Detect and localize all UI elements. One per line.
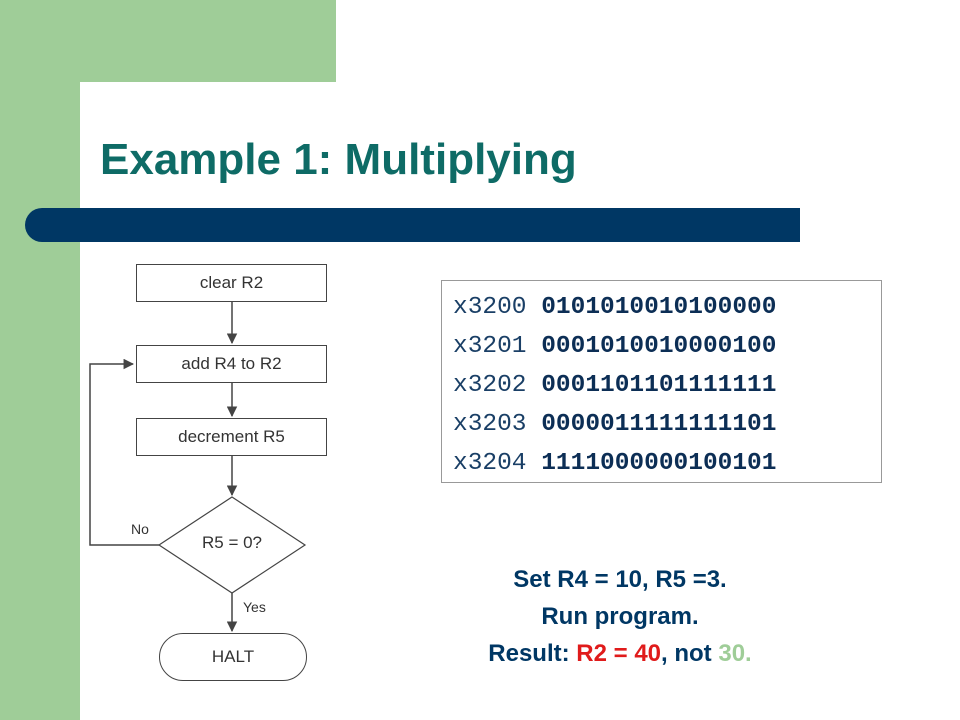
code-line: x3202 0001101101111111 (453, 366, 881, 405)
flow-add-r4-to-r2: add R4 to R2 (136, 345, 327, 383)
result-expected-value: 30. (718, 640, 752, 667)
code-address: x3200 (453, 294, 527, 321)
code-address: x3204 (453, 450, 527, 477)
flow-decision-label: R5 = 0? (201, 533, 262, 552)
flow-halt: HALT (159, 633, 307, 681)
note-result: Result: R2 = 40, not 30. (400, 640, 840, 668)
code-line: x3204 1111000000100101 (453, 444, 881, 483)
title-underline-bar (25, 208, 800, 242)
result-actual-value: R2 = 40 (576, 640, 662, 667)
code-address: x3201 (453, 333, 527, 360)
code-line: x3200 0101010010100000 (453, 288, 881, 327)
code-bits: 1111000000100101 (541, 450, 777, 477)
code-address: x3203 (453, 411, 527, 438)
result-prefix: Result: (488, 640, 577, 667)
green-sidebar (0, 0, 80, 720)
code-address: x3202 (453, 372, 527, 399)
rounded-corner-decoration (80, 82, 200, 202)
code-bits: 0001010010000100 (541, 333, 777, 360)
flow-decrement-r5: decrement R5 (136, 418, 327, 456)
flow-clear-r2: clear R2 (136, 264, 327, 302)
machine-code-box: x3200 0101010010100000 x3201 00010100100… (441, 280, 882, 483)
result-mid: , not (661, 640, 719, 667)
slide-title: Example 1: Multiplying (100, 135, 577, 184)
yes-label: Yes (243, 599, 266, 615)
note-run-program: Run program. (541, 603, 699, 630)
code-bits: 0000011111111101 (541, 411, 777, 438)
green-top-band (0, 0, 336, 82)
no-loop-arrow (89, 358, 159, 546)
no-label: No (131, 521, 149, 537)
code-line: x3201 0001010010000100 (453, 327, 881, 366)
code-bits: 0001101101111111 (541, 372, 777, 399)
code-line: x3203 0000011111111101 (453, 405, 881, 444)
note-set-values: Set R4 = 10, R5 =3. (513, 566, 727, 593)
code-bits: 0101010010100000 (541, 294, 777, 321)
